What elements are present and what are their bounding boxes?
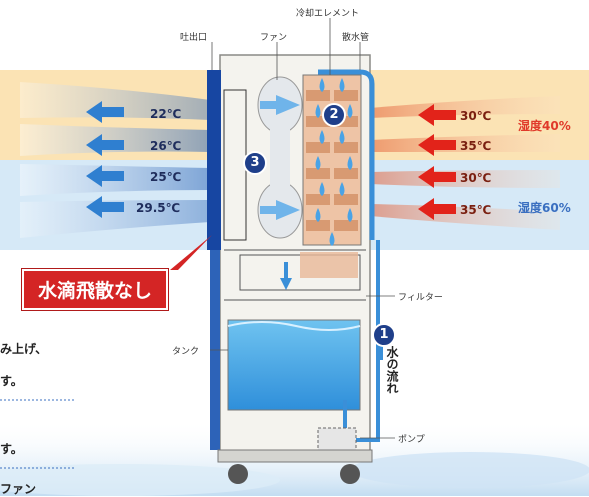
outlet-label: 吐出口: [180, 33, 208, 43]
filter-flow-arrow: [280, 262, 292, 290]
outlet-temp-2: 26℃: [150, 139, 182, 153]
filter-label: フィルター: [398, 293, 443, 303]
sprinkler-pipe: [318, 69, 375, 240]
cooling-element-label: 冷却エレメント: [296, 9, 360, 19]
intake-air-flow: [370, 96, 560, 230]
outlet-temp-4: 29.5℃: [136, 201, 181, 215]
pump-box: [317, 427, 357, 451]
outlet-temp-1: 22℃: [150, 107, 182, 121]
side-text-1: み上げ、: [0, 342, 48, 356]
water-flow-label: 水の流れ: [385, 346, 399, 394]
side-text-3: す。: [0, 442, 23, 456]
humidity-upper: 湿度40%: [518, 119, 571, 133]
step-2-icon: 2: [322, 103, 346, 127]
side-text-2: す。: [0, 374, 23, 388]
sprinkler-pipe-label: 散水管: [342, 33, 370, 43]
humidity-lower: 湿度60%: [518, 201, 571, 215]
water-droplets: [315, 78, 353, 246]
cool-arrows: [86, 101, 124, 218]
badge-pointer: [170, 235, 212, 270]
step-3-icon: 3: [243, 151, 267, 175]
outlet-temp-3: 25℃: [150, 170, 182, 184]
hot-arrows: [418, 104, 456, 220]
fan-label: ファン: [260, 33, 288, 43]
pump-label: ポンプ: [398, 435, 425, 445]
tank: [227, 319, 361, 411]
intake-temp-4: 35℃: [460, 203, 492, 217]
casters: [228, 464, 360, 484]
side-text-4: ファン: [0, 482, 37, 496]
intake-temp-3: 30℃: [460, 171, 492, 185]
intake-temp-1: 30℃: [460, 109, 492, 123]
fan-arrows: [260, 95, 300, 220]
tank-label: タンク: [172, 347, 200, 357]
cooling-element-pattern: [306, 90, 358, 231]
outlet-panel: [207, 70, 221, 250]
step-1-icon: 1: [372, 323, 396, 347]
no-droplet-badge: 水滴飛散なし: [22, 269, 169, 310]
filter-tray: [300, 252, 358, 278]
intake-temp-2: 35℃: [460, 139, 492, 153]
